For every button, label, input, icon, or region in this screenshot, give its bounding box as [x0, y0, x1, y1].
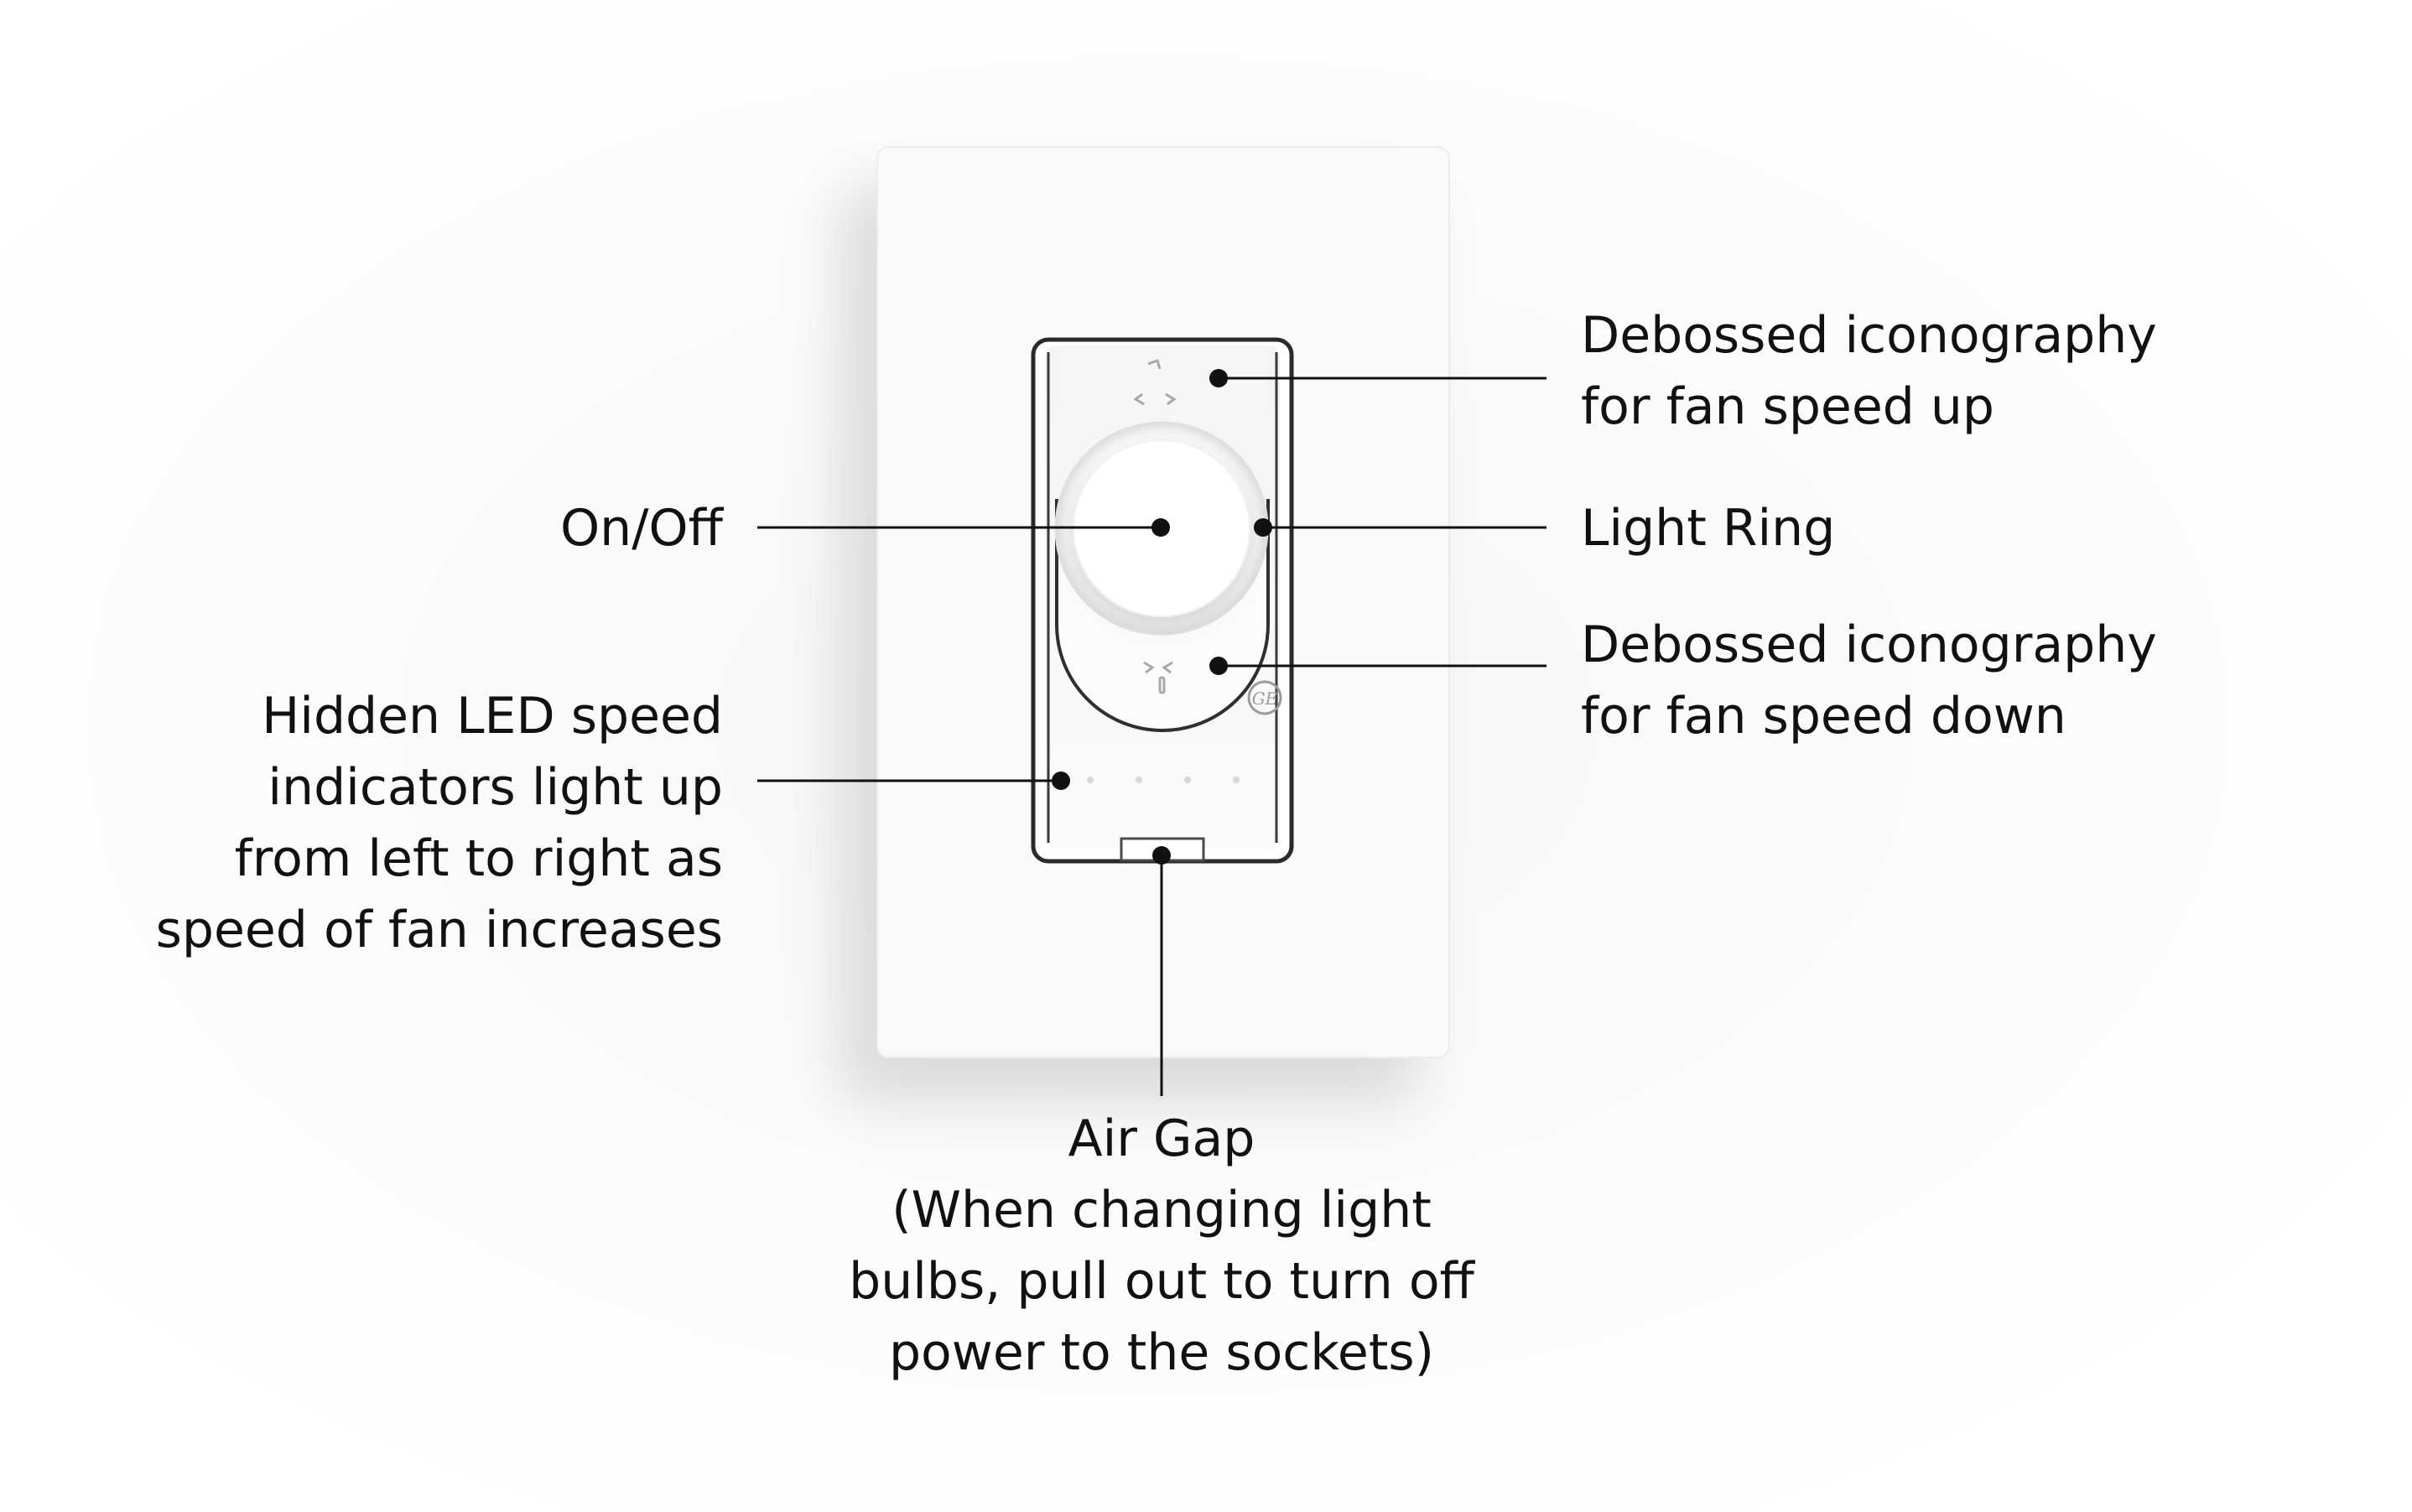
label-air-gap: Air Gap (When changing light bulbs, pull…: [849, 1109, 1474, 1382]
leader-lines: [757, 377, 1546, 1096]
led-indicators: [1087, 777, 1240, 783]
callout-dots: [1052, 369, 1272, 865]
led-indicator: [1233, 777, 1240, 783]
fan-speed-up-icon: [1133, 359, 1177, 406]
dot-fan-speed-down: [1209, 657, 1228, 675]
fan-speed-down-icon: [1143, 661, 1173, 694]
led-indicator: [1087, 777, 1094, 783]
label-fan-speed-up: Debossed iconography for fan speed up: [1581, 306, 2157, 436]
svg-text:GE: GE: [1252, 688, 1278, 709]
dot-led: [1052, 772, 1070, 790]
ge-logo-icon: GE: [1247, 680, 1282, 715]
led-indicator: [1136, 777, 1142, 783]
dot-air-gap: [1152, 846, 1171, 865]
label-on-off: On/Off: [559, 499, 723, 558]
label-light-ring: Light Ring: [1581, 499, 1836, 558]
dot-fan-speed-up: [1209, 369, 1228, 387]
led-indicator: [1184, 777, 1191, 783]
label-fan-speed-down: Debossed iconography for fan speed down: [1581, 616, 2157, 746]
dot-light-ring: [1254, 518, 1272, 537]
label-led-indicators: Hidden LED speed indicators light up fro…: [155, 687, 723, 959]
dot-on-off: [1151, 518, 1170, 537]
